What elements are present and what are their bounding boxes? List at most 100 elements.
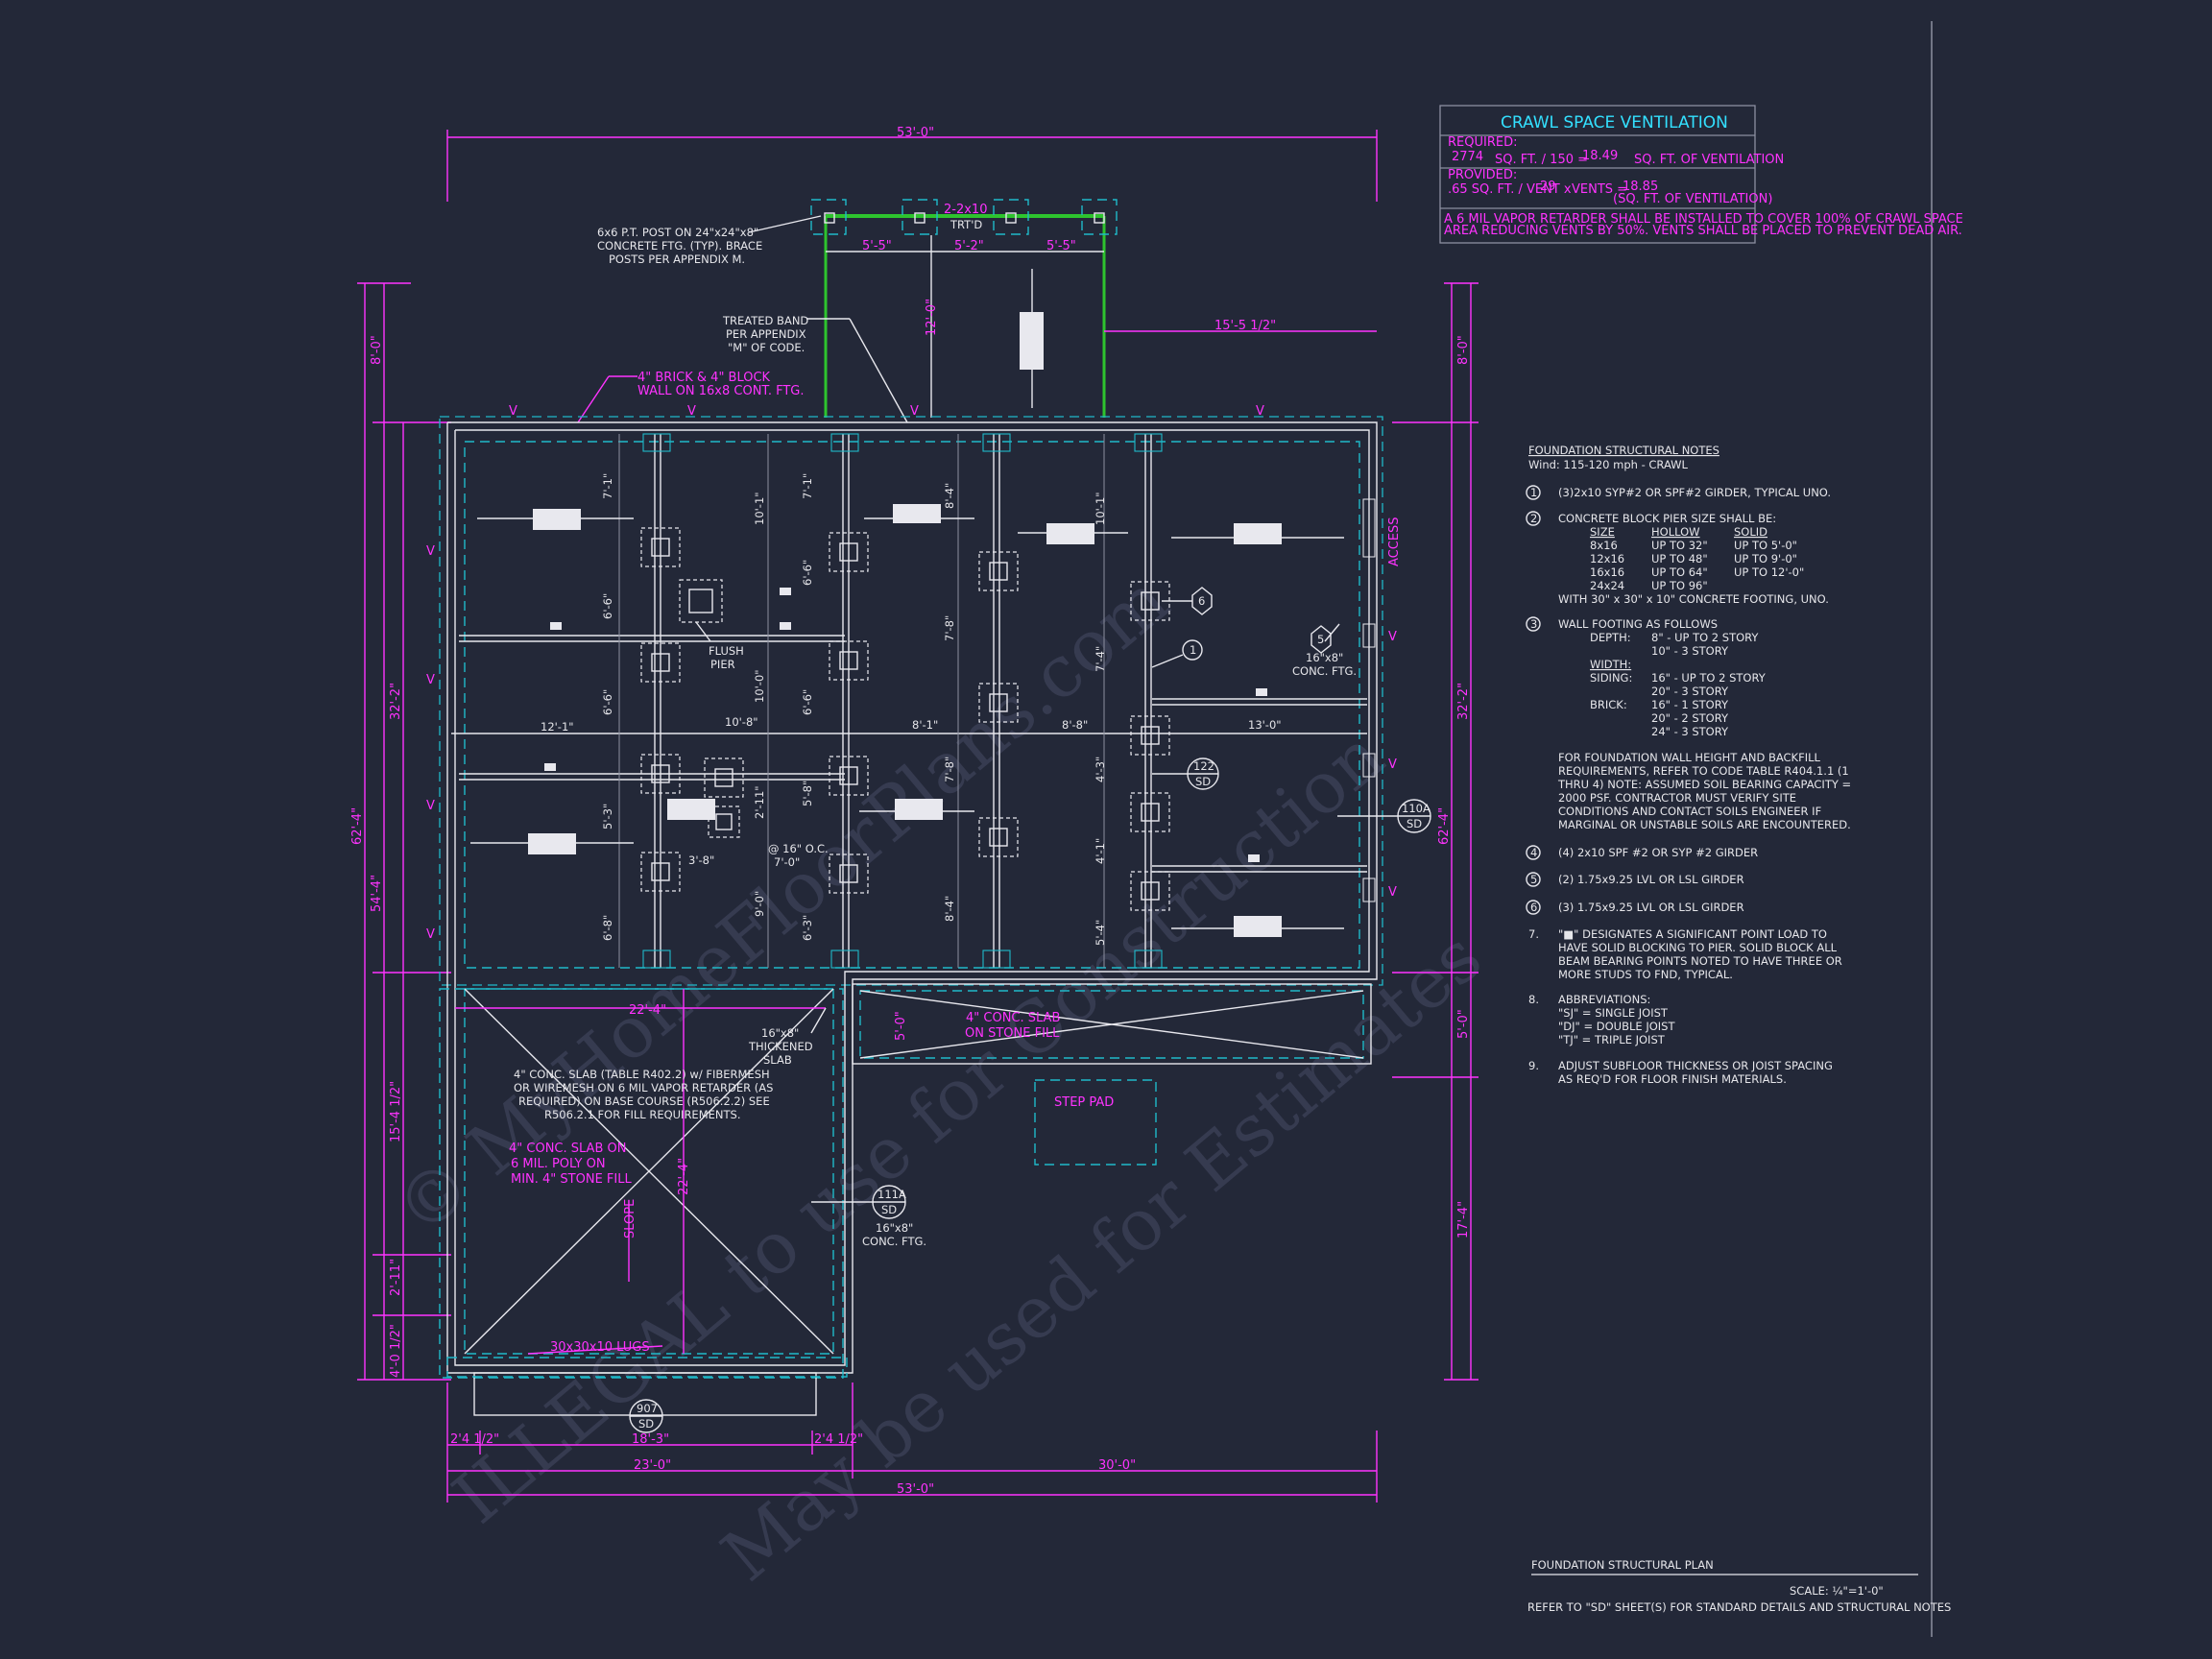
note-7-3: BEAM BEARING POINTS NOTED TO HAVE THREE …	[1558, 954, 1842, 968]
vent-required-unit: SQ. FT. OF VENTILATION	[1634, 153, 1784, 167]
dim-v90: 9'-0"	[753, 891, 766, 917]
lugs-label: 30x30x10 LUGS	[550, 1340, 650, 1355]
right-dimensions: 8'-0" 32'-2" 62'-4" 5'-0" 17'-4"	[1392, 282, 1479, 1381]
hex-tag-6: 6	[1162, 587, 1213, 615]
slab2-line2: 6 MIL. POLY ON	[511, 1157, 606, 1171]
porch-dim-2: 5'-2"	[954, 239, 984, 253]
post-callout-line2: CONCRETE FTG. (TYP). BRACE	[597, 239, 762, 252]
dim-bottom-24-left: 2'4 1/2"	[450, 1432, 499, 1447]
note-4: (4) 2x10 SPF #2 OR SYP #2 GIRDER	[1558, 846, 1758, 859]
dim-w2: 10'-8"	[725, 715, 758, 729]
piers	[640, 433, 1170, 969]
note-7-mark: 7.	[1528, 927, 1539, 941]
dim-v101b: 10'-1"	[1094, 492, 1107, 525]
vent-provided-unit: (SQ. FT. OF VENTILATION)	[1613, 192, 1772, 206]
brick-3: 24" - 3 STORY	[1651, 725, 1729, 738]
vent-provided-formula: .65 SQ. FT. / VENT x	[1448, 182, 1572, 197]
ftg1-line1: 16"x8"	[1306, 651, 1343, 664]
girders	[451, 434, 1367, 968]
dim-v54: 5'-4"	[1094, 920, 1107, 946]
vent-required-area: 2774	[1452, 150, 1483, 164]
dim-s38: 3'-8"	[688, 854, 714, 867]
note-6: (3) 1.75x9.25 LVL OR LSL GIRDER	[1558, 901, 1744, 914]
note-3-mark: 3	[1530, 617, 1537, 631]
notes-heading: FOUNDATION STRUCTURAL NOTES	[1528, 444, 1719, 457]
dim-v78b: 7'-8"	[943, 757, 956, 782]
dim-right-50: 5'-0"	[1456, 1009, 1471, 1039]
dim-bottom-30: 30'-0"	[1098, 1458, 1136, 1473]
slab1-line3: REQUIRED) ON BASE COURSE (R506.2.2) SEE	[518, 1094, 770, 1108]
note-9-mark: 9.	[1528, 1059, 1539, 1072]
dim-v43: 4'-3"	[1094, 757, 1107, 782]
note-3: WALL FOOTING AS FOLLOWS	[1558, 617, 1718, 631]
pier-r3-hollow: UP TO 64"	[1651, 565, 1708, 579]
vent-9: V	[1388, 630, 1397, 644]
tag-111a-sheet: SD	[881, 1203, 897, 1216]
dim-w1: 12'-1"	[541, 720, 574, 733]
vent-provided-vents-label: VENTS =	[1572, 182, 1627, 197]
note-7-1: "■" DESIGNATES A SIGNIFICANT POINT LOAD …	[1558, 927, 1827, 941]
vent-marks: V V V V V V V V V V V ACCESS	[426, 404, 1402, 942]
tag-907-sheet: SD	[638, 1417, 654, 1431]
brick-1: 16" - 1 STORY	[1651, 698, 1729, 711]
hex-tag-1-text: 1	[1190, 643, 1196, 657]
porch-dim-3: 5'-5"	[1046, 239, 1076, 253]
left-dimensions: 8'-0" 32'-2" 62'-4" 54'-4" 15'-4 1/2" 2'…	[350, 282, 451, 1381]
porch-trtd-label: TRT'D	[950, 218, 982, 231]
brick-callout: 4" BRICK & 4" BLOCK WALL ON 16x8 CONT. F…	[577, 371, 804, 423]
dim-left-8: 8'-0"	[370, 335, 384, 365]
tag-907-number: 907	[637, 1402, 658, 1415]
rear-porch: 5'-5" 5'-2" 5'-5" 12'-0" 2-2x10 TRT'D 15…	[810, 199, 1377, 418]
vent-provided-label: PROVIDED:	[1448, 168, 1517, 182]
pier-head-size: SIZE	[1590, 525, 1615, 539]
dim-v66b: 6'-6"	[601, 689, 614, 715]
wall-para-2: REQUIREMENTS, REFER TO CODE TABLE R404.1…	[1558, 764, 1849, 778]
note-9-2: AS REQ'D FOR FLOOR FINISH MATERIALS.	[1558, 1072, 1787, 1086]
slope-label: SLOPE	[623, 1199, 637, 1238]
dim-v63: 6'-3"	[801, 915, 814, 941]
abbr-1: "SJ" = SINGLE JOIST	[1558, 1006, 1669, 1020]
dim-s50: 5'-0"	[894, 1011, 908, 1041]
note-1-mark: 1	[1530, 486, 1537, 499]
flush-pier-1: FLUSH	[709, 644, 744, 658]
pier-r4-hollow: UP TO 96"	[1651, 579, 1708, 592]
title-block: FOUNDATION STRUCTURAL PLAN SCALE: ¼"=1'-…	[1527, 1558, 1951, 1614]
dim-v71a: 7'-1"	[601, 473, 614, 499]
vent-note-2: AREA REDUCING VENTS BY 50%. VENTS SHALL …	[1444, 224, 1962, 238]
dim-s211: 2'-11"	[753, 785, 766, 819]
abbr-3: "TJ" = TRIPLE JOIST	[1558, 1033, 1666, 1046]
vent-2: V	[687, 404, 696, 419]
dim-v74: 7'-4"	[1094, 646, 1107, 672]
pier-r1-hollow: UP TO 32"	[1651, 539, 1708, 552]
post-callout-line3: POSTS PER APPENDIX M.	[609, 252, 745, 266]
note-8-mark: 8.	[1528, 993, 1539, 1006]
structural-notes: FOUNDATION STRUCTURAL NOTES Wind: 115-12…	[1526, 444, 1851, 1086]
vent-1: V	[509, 404, 517, 419]
dim-w5: 13'-0"	[1248, 718, 1282, 732]
ftg1-line2: CONC. FTG.	[1292, 664, 1357, 678]
dim-v66a: 6'-6"	[601, 593, 614, 619]
dim-v71b: 7'-1"	[801, 473, 814, 499]
thick-slab-3: SLAB	[763, 1053, 792, 1067]
vent-required-label: REQUIRED:	[1448, 135, 1517, 150]
band-callout-line2: PER APPENDIX	[726, 327, 806, 341]
pier-r1-solid: UP TO 5'-0"	[1734, 539, 1797, 552]
band-callout-line3: "M" OF CODE.	[728, 341, 805, 354]
ventilation-table: CRAWL SPACE VENTILATION REQUIRED: 2774 S…	[1439, 105, 1963, 244]
dim-w4: 8'-8"	[1062, 718, 1088, 732]
dim-v58: 5'-8"	[801, 781, 814, 806]
pier-r1-size: 8x16	[1590, 539, 1618, 552]
note-4-mark: 4	[1530, 846, 1537, 859]
dim-v66c: 6'-6"	[801, 560, 814, 586]
thick-slab-2: THICKENED	[748, 1040, 813, 1053]
vent-note-1: A 6 MIL VAPOR RETARDER SHALL BE INSTALLE…	[1444, 212, 1963, 227]
step-pad-label: STEP PAD	[1054, 1095, 1114, 1110]
access-label: ACCESS	[1387, 517, 1402, 566]
slab3-line2: ON STONE FILL	[965, 1026, 1060, 1041]
pier-r2-size: 12x16	[1590, 552, 1624, 565]
dim-v84a: 8'-4"	[943, 483, 956, 509]
dim-left-544: 54'-4"	[370, 875, 384, 912]
note-5: (2) 1.75x9.25 LVL OR LSL GIRDER	[1558, 873, 1744, 886]
brick-label: BRICK:	[1590, 698, 1627, 711]
